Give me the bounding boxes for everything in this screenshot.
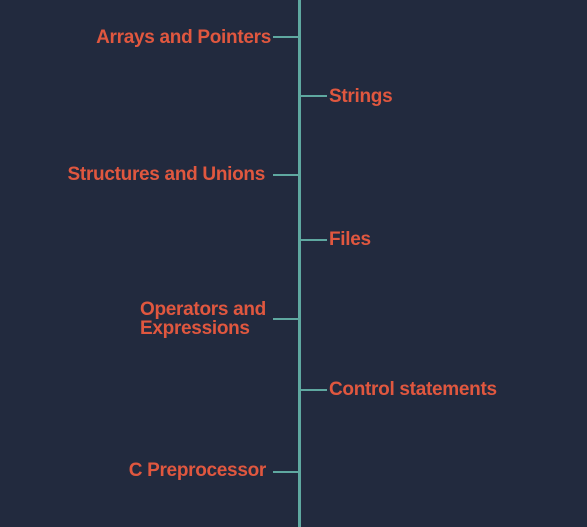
timeline-label-line: Operators and bbox=[140, 299, 266, 320]
timeline-connector bbox=[301, 389, 327, 391]
timeline-label-structures-and-unions: Structures and Unions bbox=[67, 164, 266, 185]
timeline-label-strings: Strings bbox=[329, 86, 393, 107]
timeline-spine bbox=[298, 0, 301, 527]
timeline-label-control-statements: Control statements bbox=[329, 379, 497, 400]
timeline-label-files: Files bbox=[329, 229, 371, 250]
timeline-label-arrays-and-pointers: Arrays and Pointers bbox=[96, 27, 271, 48]
timeline-label-operators-and-expressions: Operators and Expressions bbox=[140, 300, 270, 338]
timeline-label-line: Expressions bbox=[140, 318, 250, 339]
timeline-connector bbox=[273, 174, 299, 176]
timeline-connector bbox=[273, 318, 299, 320]
timeline-label-c-preprocessor: C Preprocessor bbox=[128, 460, 267, 481]
timeline-connector bbox=[273, 36, 299, 38]
timeline-connector bbox=[301, 239, 327, 241]
timeline-connector bbox=[301, 95, 327, 97]
timeline-connector bbox=[273, 471, 299, 473]
